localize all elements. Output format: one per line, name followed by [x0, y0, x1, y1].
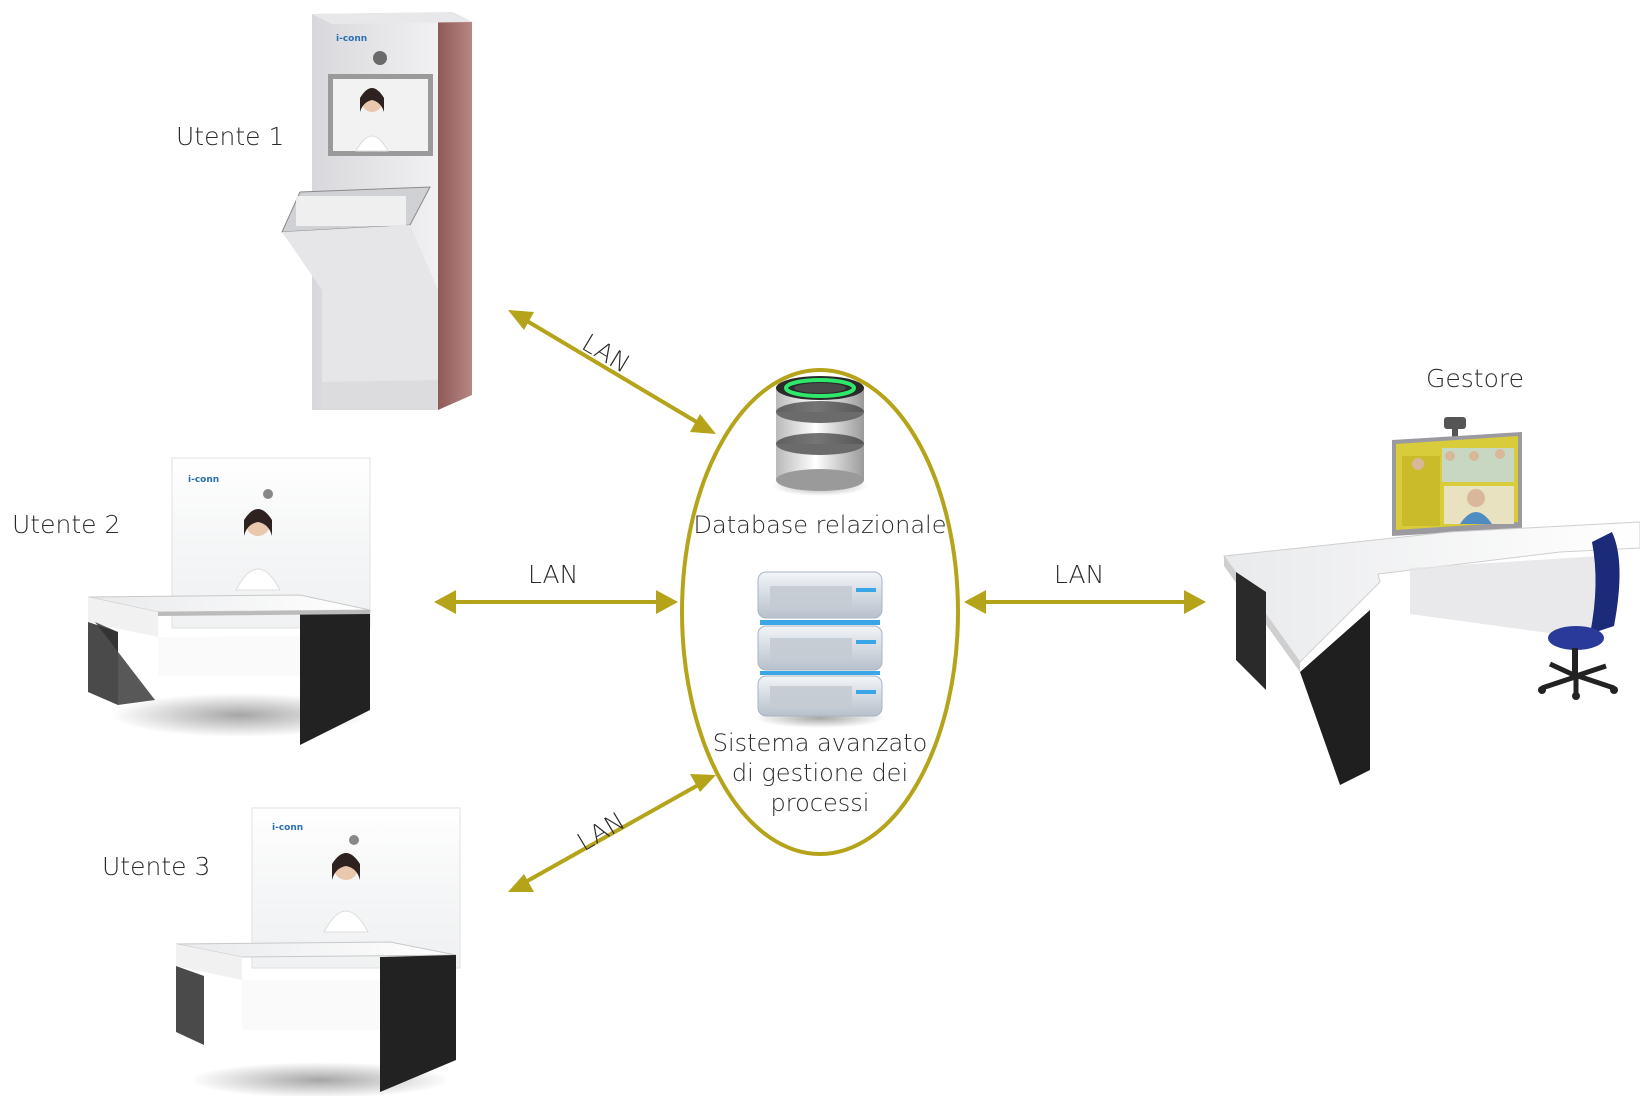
- database-icon: [772, 376, 868, 496]
- link-user2-label: LAN: [528, 560, 579, 589]
- user3-desk-brand: i-conn: [272, 823, 303, 833]
- user1-kiosk-brand: i-conn: [336, 34, 367, 44]
- user1-label: Utente 1: [176, 122, 285, 151]
- user2-desk: i-conn: [87, 457, 371, 745]
- user1-kiosk: i-conn: [281, 12, 472, 410]
- server-icon: [754, 571, 886, 728]
- manager-label: Gestore: [1426, 364, 1524, 393]
- central-system-ellipse: [680, 368, 960, 856]
- link-manager-label: LAN: [1054, 560, 1105, 589]
- link-user1-arrow: [508, 310, 716, 434]
- database-label: Database relazionale: [693, 511, 947, 539]
- user3-desk: i-conn: [175, 807, 461, 1096]
- manager-desk: [1223, 417, 1640, 785]
- link-manager-arrow: [964, 590, 1206, 614]
- link-user2-arrow: [434, 590, 678, 614]
- link-user3-arrow: [508, 774, 716, 892]
- user3-label: Utente 3: [102, 852, 211, 881]
- system-label: Sistema avanzato di gestione dei process…: [690, 728, 950, 818]
- user2-label: Utente 2: [12, 510, 121, 539]
- system-label-line-3: processi: [770, 789, 870, 817]
- system-label-line-1: Sistema avanzato: [712, 729, 928, 757]
- user2-desk-brand: i-conn: [188, 475, 219, 485]
- system-label-line-2: di gestione dei: [731, 759, 909, 787]
